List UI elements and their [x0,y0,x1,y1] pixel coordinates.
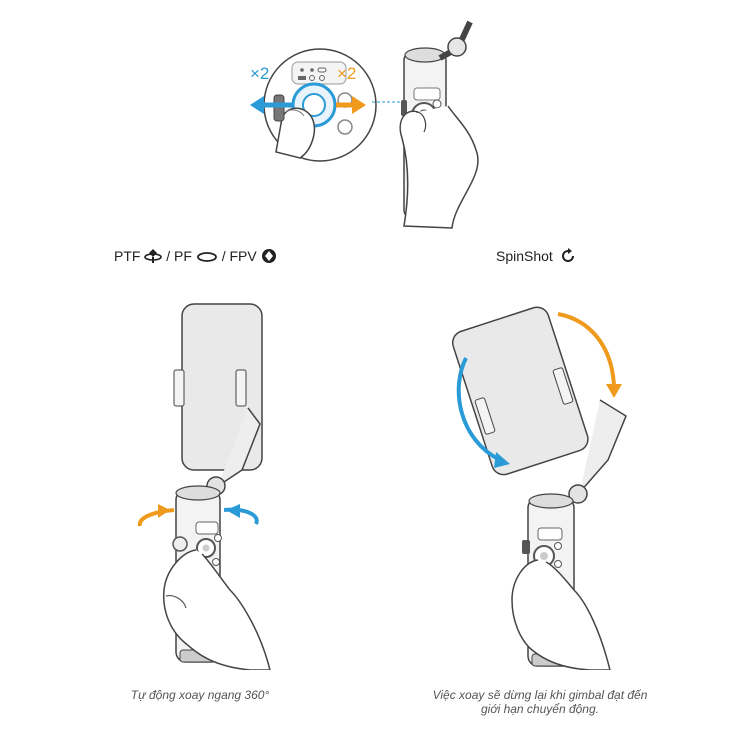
auto-rotate-illustration: dji [100,290,300,670]
mode-labels-right: SpinShot [496,248,576,267]
fpv-label: / FPV [221,248,257,264]
top-illustration-svg: dji [250,20,479,229]
pf-label: / PF [166,248,192,264]
spinshot-svg: dji [451,306,627,670]
spinshot-mode-icon [560,248,576,267]
top-illustration: dji ×2 ×2 [0,0,744,230]
blue-left-arrow [250,96,292,114]
ptf-label: PTF [114,248,141,264]
orange-right-arrow [336,96,366,114]
mode-labels-left: PTF / PF / FPV [114,248,277,267]
zoom-callout [263,48,377,162]
pf-mode-icon [196,250,218,266]
caption-auto-rotate: Tự động xoay ngang 360° [130,688,270,702]
spinshot-illustration: dji [440,290,660,670]
right-press-count: ×2 [337,64,357,83]
fpv-mode-icon [261,248,277,267]
spinshot-label: SpinShot [496,248,553,264]
caption-spinshot-line2: giới hạn chuyển động. [480,702,599,716]
ptf-mode-icon [144,248,163,267]
left-press-count: ×2 [250,64,270,83]
caption-spinshot: Việc xoay sẽ dừng lại khi gimbal đạt đến… [390,688,690,716]
caption-spinshot-line1: Việc xoay sẽ dừng lại khi gimbal đạt đến [432,688,648,702]
auto-rotate-svg: dji [137,303,271,670]
gimbal-handle-top: dji [399,20,479,229]
